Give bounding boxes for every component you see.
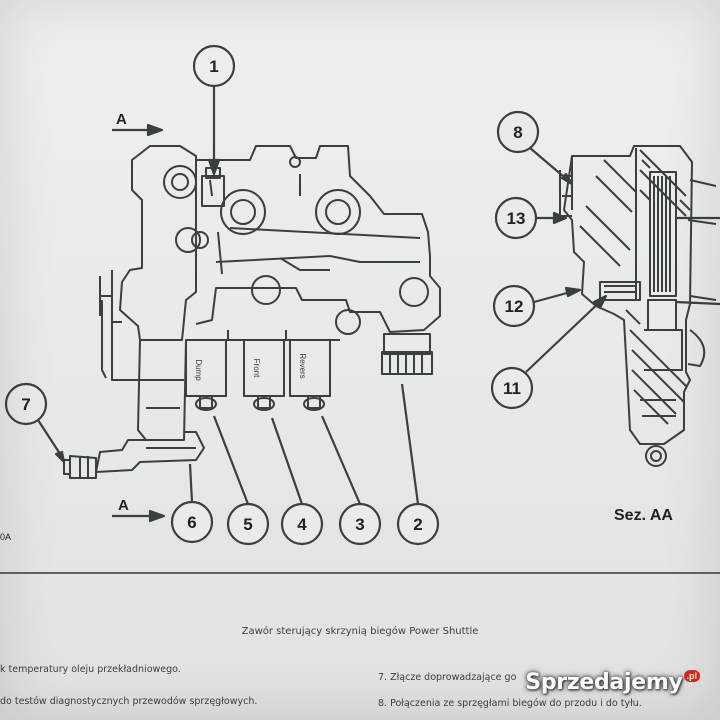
- legend-item-2: do testów diagnostycznych przewodów sprz…: [0, 696, 258, 707]
- solenoid-label-revers: Revers: [298, 353, 307, 378]
- left-fittings: [63, 270, 205, 479]
- solenoid-label-dump: Dump: [194, 359, 203, 381]
- callout-5: 5: [243, 515, 252, 534]
- watermark-badge: .pl: [683, 669, 700, 682]
- callout-13: 13: [507, 209, 526, 228]
- watermark-text: Sprzedajemy: [525, 670, 683, 695]
- callout-3: 3: [355, 515, 364, 534]
- callout-1: 1: [209, 57, 218, 76]
- callout-6: 6: [187, 513, 196, 532]
- electrical-connector: [381, 333, 433, 375]
- callouts: [4, 44, 720, 546]
- section-title: Sez. AA: [614, 507, 673, 524]
- callout-12: 12: [505, 297, 524, 316]
- callout-8: 8: [513, 123, 522, 142]
- callout-7: 7: [21, 395, 30, 414]
- solenoid-coils: [185, 330, 340, 411]
- valve-body: [119, 145, 441, 341]
- legend-item-8: 8. Połączenia ze sprzęgłami biegów do pr…: [378, 698, 642, 709]
- legend-item-1: k temperatury oleju przekładniowego.: [0, 664, 181, 675]
- section-aa-view: [559, 145, 717, 467]
- figure-caption: Zawór sterujący skrzynią biegów Power Sh…: [241, 626, 479, 637]
- legend-item-7: 7. Złącze doprowadzające go: [378, 672, 517, 683]
- callout-11: 11: [503, 379, 521, 398]
- valve-diagram: Dump Front Revers: [0, 44, 720, 546]
- section-divider: [0, 572, 720, 574]
- solenoid-label-front: Front: [252, 359, 261, 378]
- callout-2: 2: [413, 515, 422, 534]
- callout-4: 4: [297, 515, 307, 534]
- watermark-logo: Sprzedajemy .pl: [525, 669, 700, 695]
- section-marker-a-bottom: A: [118, 497, 129, 514]
- figure-code: 0A: [0, 532, 11, 542]
- section-marker-a-top: A: [116, 111, 127, 128]
